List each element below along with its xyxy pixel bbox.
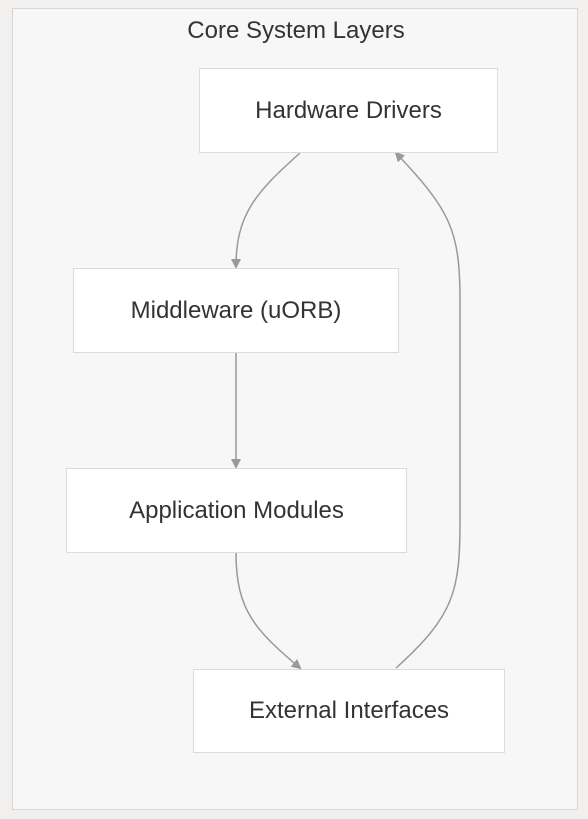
node-application-modules: Application Modules: [66, 468, 407, 553]
node-middleware-uorb: Middleware (uORB): [73, 268, 399, 353]
node-external-interfaces: External Interfaces: [193, 669, 505, 753]
node-hardware-drivers: Hardware Drivers: [199, 68, 498, 153]
cluster-title: Core System Layers: [187, 17, 405, 44]
